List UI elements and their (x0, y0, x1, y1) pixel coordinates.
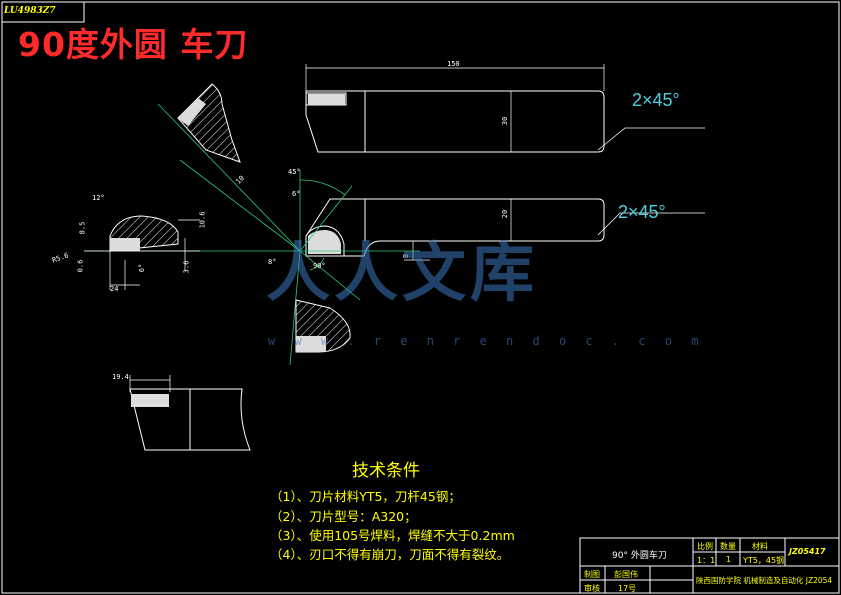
tb-school: 陕西国防学院 机械制造及自动化 JZ2054 (696, 576, 833, 585)
shank-lower (305, 198, 605, 257)
tb-scale: 1：1 (697, 556, 716, 565)
chamfer-leader-upper (597, 127, 705, 151)
dim-8-5: 8.5 (78, 221, 87, 235)
dim-3-6: 3.6 (182, 260, 191, 274)
watermark-url: w w w . r e n r e n d o c . c o m (268, 334, 705, 348)
dim-150 (305, 64, 605, 91)
section-bottom (295, 299, 351, 353)
dim-angle-90: 90° (313, 262, 326, 270)
requirement-line-1: （1）、刀片材料YT5，刀杆45钢； (270, 489, 461, 504)
dim-10-6: 10.6 (198, 211, 207, 229)
insert-partial (131, 394, 169, 407)
dim-insert-length: 19.4 (112, 373, 129, 381)
requirement-line-2: （2）、刀片型号：A320； (270, 509, 417, 524)
dim-angle-8: 8° (268, 258, 277, 266)
dim-0-6: 0.6 (76, 259, 85, 273)
insert-lower (308, 230, 341, 254)
dim-8-side (404, 241, 430, 261)
dim-angle-45: 45° (288, 168, 301, 176)
tb-col-scale: 比例 (697, 542, 713, 551)
requirement-line-4: （4）、刃口不得有崩刀，刀面不得有裂纹。 (270, 547, 510, 562)
requirement-line-3: （3）、使用105号焊料，焊缝不大于0.2mm (270, 528, 515, 543)
dim-angle-6b: 6° (138, 263, 147, 273)
drawing-stamp: LU4983Z7 (4, 6, 56, 16)
chamfer-leader-lower (597, 212, 705, 236)
tb-reviewer-label: 审核 (584, 584, 600, 593)
dim-angle-12: 12° (92, 194, 105, 202)
title-block-frame (579, 537, 840, 594)
tb-part-name: 90° 外圆车刀 (612, 551, 667, 561)
tb-designer: 彭国伟 (614, 570, 638, 579)
dim-overall-length: 150 (447, 60, 460, 68)
requirements-title: 技术条件 (352, 461, 420, 481)
partial-view (129, 375, 251, 451)
insert-upper (308, 94, 345, 105)
dim-angle-6a: 6° (292, 190, 301, 198)
section-left (84, 215, 200, 290)
tb-drawing-no: JZ05417 (789, 547, 826, 556)
stamp-box (1, 1, 85, 23)
tb-col-material: 材料 (752, 542, 768, 551)
dim-shank-height: 30 (501, 116, 510, 126)
dim-24: 24 (110, 285, 119, 293)
section-top-left (177, 83, 241, 163)
watermark-logo: 人人文库 (266, 236, 538, 311)
tb-col-qty: 数量 (720, 542, 736, 551)
tb-material: YT5，45钢 (743, 556, 785, 565)
tb-qty: 1 (726, 555, 732, 564)
shank-upper (305, 90, 605, 153)
tb-reviewer: 17号 (618, 584, 637, 593)
tb-designer-label: 制图 (584, 570, 600, 579)
drawing-title: 90度外圆 车刀 (18, 25, 249, 64)
chamfer-label-lower: 2×45° (618, 202, 666, 222)
dim-shank-width: 20 (501, 209, 510, 219)
chamfer-label-upper: 2×45° (632, 90, 680, 110)
